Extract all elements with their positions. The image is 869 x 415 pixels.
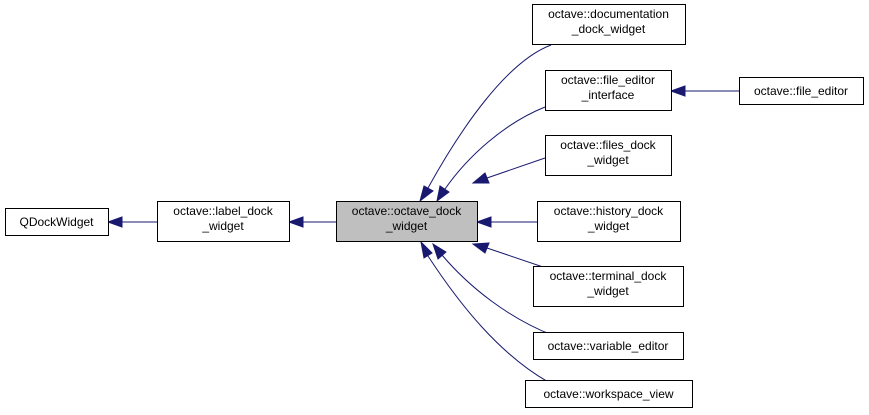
arrowhead [287, 216, 304, 228]
edge-octave_dock_widget-to-label_dock_widget [287, 216, 336, 228]
edge-label_dock_widget-to-qdockwidget [106, 216, 157, 228]
edge-line [486, 157, 546, 179]
node-label-line: octave::terminal_dock [550, 269, 668, 283]
node-workspace-view[interactable]: octave::workspace_view [525, 380, 693, 408]
node-files-dock-widget[interactable]: octave::files_dock_widget [545, 135, 672, 176]
node-label-dock-widget[interactable]: octave::label_dock_widget [157, 201, 290, 242]
node-label-line: _widget [385, 219, 428, 233]
arrowhead [106, 216, 123, 228]
node-label-line: _interface [581, 88, 635, 102]
node-variable-editor[interactable]: octave::variable_editor [533, 332, 684, 360]
node-label-line: _widget [586, 153, 629, 167]
node-history-dock-widget[interactable]: octave::history_dock_widget [537, 201, 681, 242]
node-label-line: octave::variable_editor [548, 339, 669, 353]
arrowhead [475, 216, 492, 228]
edge-variable_editor-to-octave_dock_widget [432, 242, 553, 336]
node-label-line: octave::files_dock [560, 138, 656, 152]
node-label-line: octave::documentation [548, 7, 669, 21]
arrowhead [436, 185, 450, 203]
node-label-line: octave::label_dock [173, 204, 273, 218]
node-label-line: octave::octave_dock [352, 204, 462, 218]
node-file-editor[interactable]: octave::file_editor [739, 77, 864, 105]
node-box [739, 77, 864, 105]
edge-line [486, 247, 547, 269]
edge-files_dock_widget-to-octave_dock_widget [471, 157, 546, 184]
node-box [545, 135, 672, 176]
node-label-line: octave::file_editor [754, 84, 848, 98]
node-label-line: _widget [587, 219, 630, 233]
node-qdockwidget[interactable]: QDockWidget [5, 208, 109, 236]
edge-line [427, 255, 551, 384]
edge-line [444, 106, 546, 190]
edge-history_dock_widget-to-octave_dock_widget [475, 216, 537, 228]
node-label-line: _dock_widget [571, 22, 646, 36]
node-box [545, 70, 672, 111]
node-octave-dock-widget[interactable]: octave::octave_dock_widget [336, 201, 478, 242]
node-box [533, 332, 684, 360]
node-label-line: QDockWidget [19, 215, 94, 229]
edges-layer [106, 44, 739, 384]
arrowhead [419, 185, 434, 203]
node-label-line: octave::workspace_view [543, 387, 673, 401]
edge-terminal_dock_widget-to-octave_dock_widget [471, 242, 547, 269]
node-label-line: octave::history_dock [554, 204, 664, 218]
edge-workspace_view-to-octave_dock_widget [420, 240, 551, 384]
edge-file_editor-to-file_editor_interface [669, 85, 739, 97]
node-terminal-dock-widget[interactable]: octave::terminal_dock_widget [533, 266, 684, 307]
node-box [533, 266, 684, 307]
node-file-editor-interface[interactable]: octave::file_editor_interface [545, 70, 672, 111]
edge-line [427, 44, 552, 189]
node-box [5, 208, 109, 236]
edge-line [441, 254, 553, 336]
node-label-line: octave::file_editor [561, 73, 655, 87]
node-box [532, 4, 686, 45]
arrowhead [432, 242, 447, 260]
arrowhead [471, 242, 490, 254]
edge-documentation_dock_widget-to-octave_dock_widget [419, 44, 552, 203]
node-documentation-dock-widget[interactable]: octave::documentation_dock_widget [532, 4, 686, 45]
node-box [336, 201, 478, 242]
edge-file_editor_interface-to-octave_dock_widget [436, 106, 546, 203]
node-box [157, 201, 290, 242]
arrowhead [420, 240, 433, 259]
node-box [525, 380, 693, 408]
node-label-line: _widget [201, 219, 244, 233]
node-label-line: _widget [586, 284, 629, 298]
arrowhead [471, 172, 490, 184]
arrowhead [669, 85, 686, 97]
nodes-layer: QDockWidgetoctave::label_dock_widgetocta… [5, 4, 864, 408]
node-box [537, 201, 681, 242]
